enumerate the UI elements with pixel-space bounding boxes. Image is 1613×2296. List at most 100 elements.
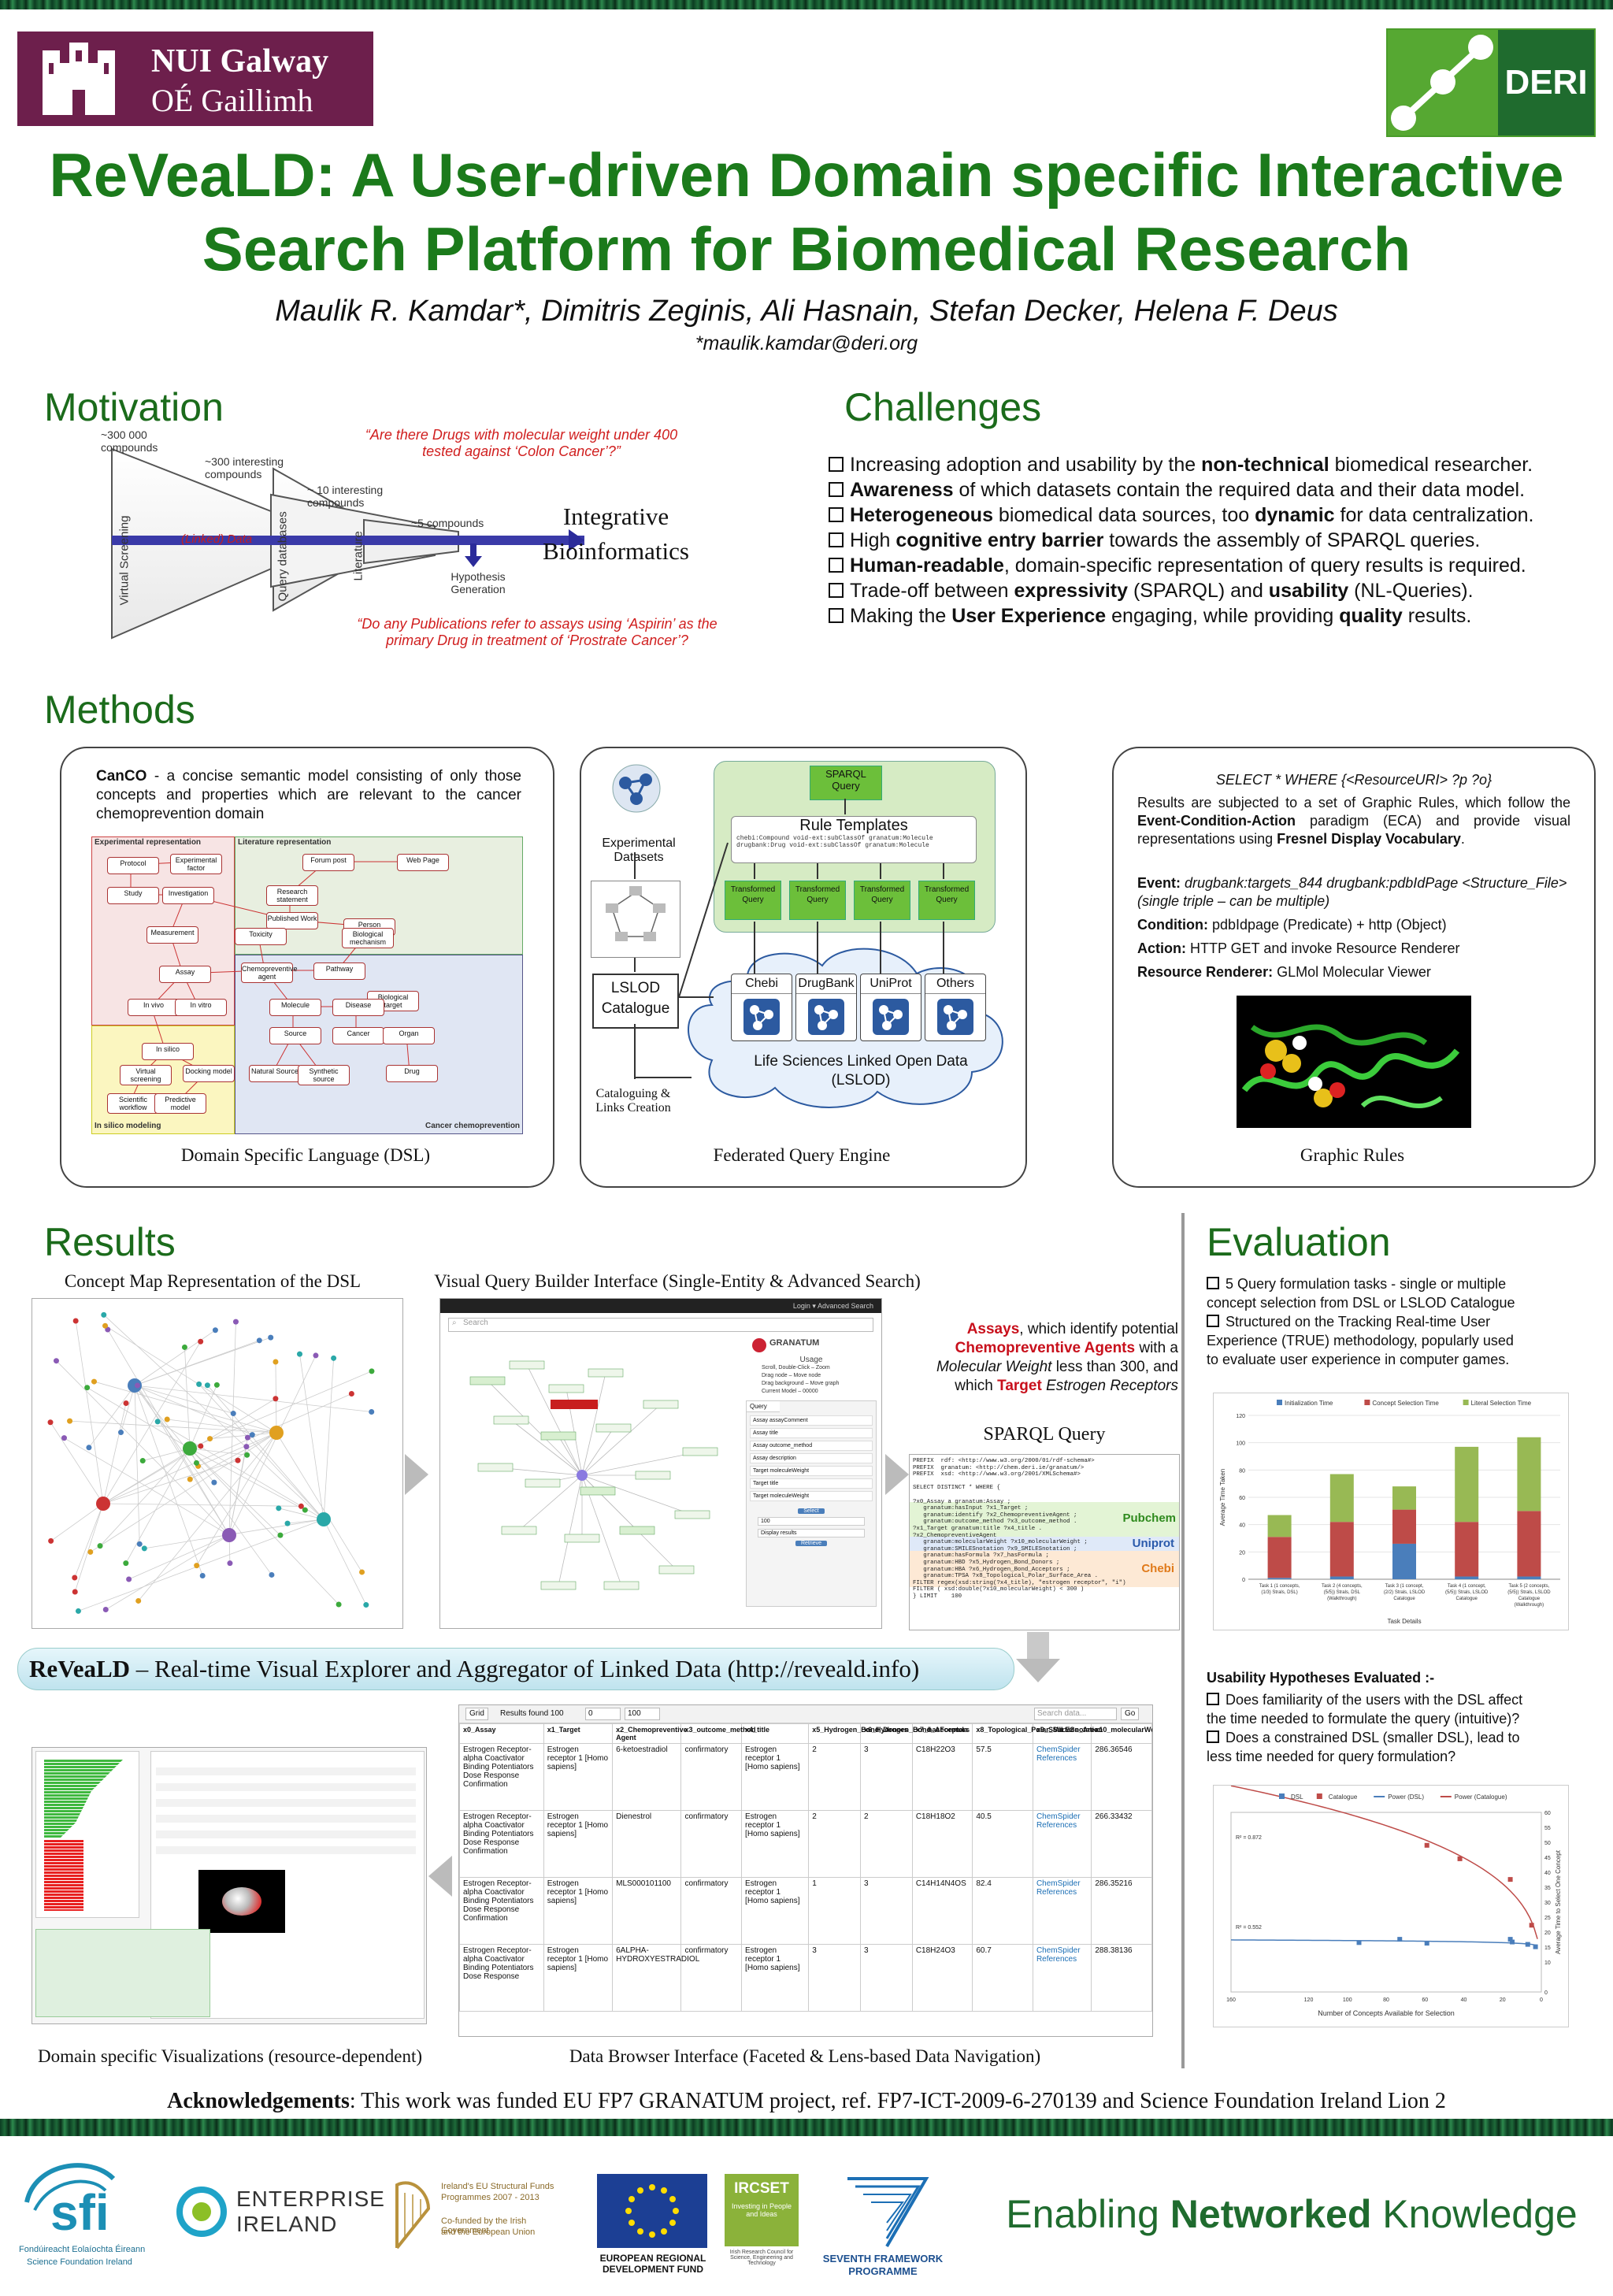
vqb-link bbox=[581, 1404, 662, 1476]
db-column-header[interactable]: x0_Assay bbox=[459, 1723, 544, 1744]
concept-hub bbox=[128, 1378, 142, 1393]
erdf-line-1: EUROPEAN REGIONAL bbox=[599, 2253, 706, 2264]
concept-link bbox=[134, 1385, 203, 1576]
db-range-to[interactable]: 100 bbox=[625, 1708, 660, 1720]
concept-link bbox=[143, 1448, 191, 1461]
scatter-plot-area bbox=[1230, 1812, 1542, 1993]
db-column-header[interactable]: x5_Hydrogen_Bond_Donors bbox=[808, 1723, 908, 1744]
vqb-node bbox=[509, 1360, 545, 1370]
table-cell[interactable]: ChemSpider References bbox=[1032, 1877, 1092, 1945]
arrow-down bbox=[1027, 1632, 1049, 1660]
bar-category-label: (5/5)) Strals, LSLOD bbox=[1507, 1590, 1551, 1595]
concept-node bbox=[297, 1351, 303, 1357]
dsl-node: Predictive model bbox=[154, 1093, 206, 1114]
concept-link bbox=[78, 1519, 324, 1612]
bar-segment bbox=[1517, 1511, 1541, 1577]
fp7-line-1: SEVENTH FRAMEWORK bbox=[822, 2253, 944, 2264]
db-grid-button[interactable]: Grid bbox=[465, 1708, 488, 1720]
bar-segment bbox=[1329, 1474, 1354, 1523]
bar-segment bbox=[1329, 1522, 1354, 1577]
checkbox-icon bbox=[829, 583, 844, 598]
challenge-text: Increasing adoption and usability by the bbox=[850, 454, 1202, 476]
table-cell[interactable]: ChemSpider References bbox=[1032, 1743, 1092, 1811]
bar-ytick-label: 60 bbox=[1239, 1496, 1245, 1501]
virtual-screening-label: Virtual Screening bbox=[117, 515, 132, 606]
vqb-display-select[interactable]: Display results bbox=[758, 1529, 865, 1537]
usability-line: the time needed to formulate the query (… bbox=[1207, 1709, 1577, 1728]
concept-node bbox=[198, 1443, 204, 1449]
db-column-header[interactable]: x7_hasFormula bbox=[911, 1723, 973, 1744]
table-row[interactable]: Estrogen Receptor- alpha Coactivator Bin… bbox=[459, 1944, 1152, 2012]
db-column-header[interactable]: x4_title bbox=[741, 1723, 810, 1744]
vqb-query-row[interactable]: Assay title bbox=[750, 1428, 873, 1438]
arrow-left bbox=[428, 1856, 452, 1897]
checkbox-icon bbox=[829, 558, 844, 573]
bar-segment bbox=[1392, 1543, 1416, 1579]
concept-link bbox=[50, 1422, 104, 1504]
erdf-logo: EUROPEAN REGIONAL DEVELOPMENT FUND bbox=[586, 2174, 720, 2276]
bar-ytick-label: 80 bbox=[1239, 1468, 1245, 1474]
concept-node bbox=[198, 1338, 204, 1345]
stage4-label: ~5 compounds bbox=[411, 517, 484, 529]
linked-data-icon bbox=[937, 999, 973, 1035]
sf-line-1: Ireland's EU Structural Funds bbox=[441, 2182, 554, 2191]
vqb-node bbox=[619, 1526, 655, 1535]
db-column-header[interactable]: x1_Target bbox=[543, 1723, 614, 1744]
bar-legend-swatch bbox=[1364, 1400, 1370, 1405]
db-column-header[interactable]: x6_Hydrogen_Bond_Acceptors bbox=[860, 1723, 970, 1744]
vqb-node bbox=[682, 1447, 718, 1456]
db-go-button[interactable]: Go bbox=[1121, 1708, 1140, 1720]
db-search-input[interactable]: Search data... bbox=[1034, 1708, 1117, 1720]
vqb-query-row[interactable]: Assay outcome_method bbox=[750, 1441, 873, 1451]
vqb-query-row[interactable]: Assay description bbox=[750, 1453, 873, 1463]
vqb-query-row[interactable]: Target moleculeWeight bbox=[750, 1491, 873, 1501]
table-cell[interactable]: ChemSpider References bbox=[1032, 1810, 1092, 1878]
vqb-search-input[interactable]: ⌕Search bbox=[448, 1318, 873, 1332]
table-row[interactable]: Estrogen Receptor- alpha Coactivator Bin… bbox=[459, 1810, 1152, 1878]
vqb-query-row[interactable]: Target title bbox=[750, 1478, 873, 1489]
db-column-header[interactable]: x8_Topological_Polar_Surface_Area bbox=[972, 1723, 1099, 1744]
challenge-keyword: Human-readable bbox=[850, 555, 1004, 577]
evaluation-text: 5 Query formulation tasks - single or mu… bbox=[1207, 1274, 1577, 1369]
table-row[interactable]: Estrogen Receptor- alpha Coactivator Bin… bbox=[459, 1877, 1152, 1945]
gr-condition-value: pdbIdpage (Predicate) + http (Object) bbox=[1207, 917, 1447, 933]
concept-node bbox=[268, 1334, 274, 1341]
db-column-header[interactable]: x2_Chemopreventive Agent bbox=[612, 1723, 688, 1744]
vqb-select-button[interactable]: Select bbox=[798, 1508, 825, 1514]
gr-renderer-label: Resource Renderer: bbox=[1137, 964, 1274, 980]
vqb-node bbox=[540, 1431, 577, 1441]
challenge-keyword: cognitive entry barrier bbox=[895, 529, 1104, 551]
bar-category-label: (Walkthrough) bbox=[1327, 1597, 1356, 1601]
vqb-retrieve-button[interactable]: Retrieve bbox=[795, 1541, 827, 1546]
concept-hub bbox=[317, 1512, 331, 1526]
scatter-y-axis-label: Average Time to Select One Concept bbox=[1555, 1849, 1562, 1954]
table-row[interactable]: Estrogen Receptor- alpha Coactivator Bin… bbox=[459, 1743, 1152, 1811]
vqb-query-tab[interactable]: Query bbox=[747, 1401, 780, 1412]
challenge-keyword: User Experience bbox=[951, 605, 1107, 627]
concept-node bbox=[269, 1571, 275, 1578]
lslod-source: UniProt bbox=[860, 974, 921, 1041]
table-cell: 82.4 bbox=[972, 1877, 1033, 1945]
scatter-legend-label: Power (DSL) bbox=[1388, 1793, 1424, 1801]
vqb-limit-input[interactable]: 100 bbox=[758, 1517, 865, 1526]
gr-condition: Condition: pdbIdpage (Predicate) + http … bbox=[1137, 917, 1570, 933]
db-column-header[interactable]: x10_molecularWeight bbox=[1091, 1723, 1152, 1744]
vqb-graph[interactable] bbox=[440, 1333, 755, 1625]
challenge-text: results. bbox=[1402, 605, 1472, 627]
vqb-query-row[interactable]: Target moleculeWeight bbox=[750, 1466, 873, 1476]
evaluation-line: Structured on the Tracking Real-time Use… bbox=[1207, 1312, 1577, 1331]
concept-link bbox=[134, 1385, 273, 1575]
ircset-sub: Investing in People and Ideas bbox=[731, 2202, 792, 2218]
concept-link bbox=[189, 1371, 373, 1449]
dsl-panel: CanCO - a concise semantic model consist… bbox=[60, 747, 554, 1188]
db-column-header[interactable]: x9_SMILESnotation bbox=[1032, 1723, 1103, 1744]
db-range-from[interactable]: 0 bbox=[585, 1708, 621, 1720]
vqb-query-row[interactable]: Assay assayComment bbox=[750, 1415, 873, 1426]
concept-link bbox=[134, 1340, 260, 1386]
table-cell[interactable]: ChemSpider References bbox=[1032, 1944, 1092, 2012]
scatter-ytick-label: 55 bbox=[1544, 1826, 1551, 1831]
checkbox-icon bbox=[829, 457, 844, 472]
concept-node bbox=[102, 1322, 109, 1329]
db-column-header[interactable]: x3_outcome_method bbox=[680, 1723, 756, 1744]
